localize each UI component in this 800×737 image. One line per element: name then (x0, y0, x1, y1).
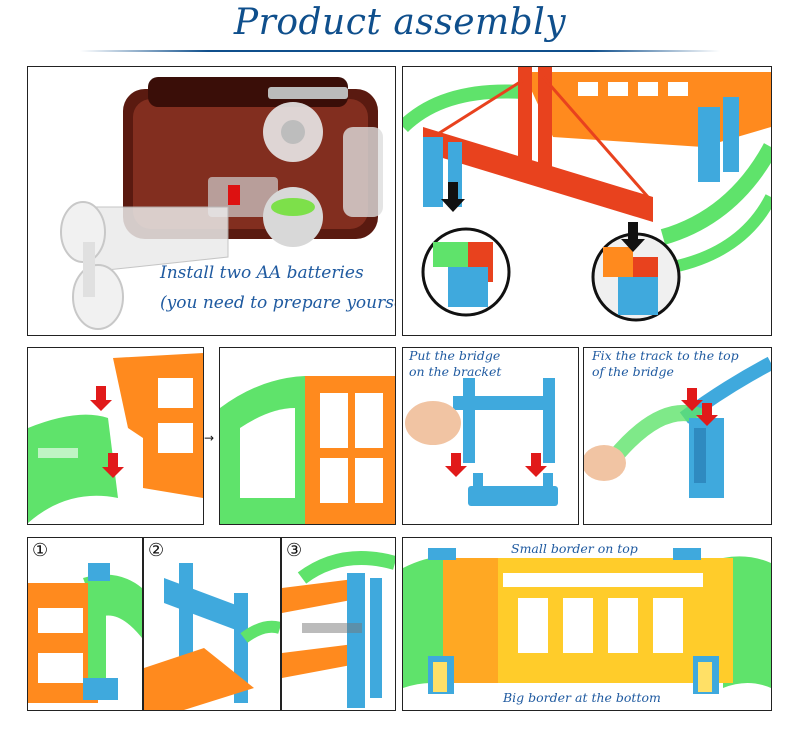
step-number-2: ② (148, 540, 165, 561)
bracket-illustration (405, 378, 558, 506)
border-illustration (403, 548, 771, 694)
arrow-right-icon: → (204, 431, 215, 445)
panel-step-3: ③ (281, 537, 396, 711)
battery-caption-line2: (you need to prepare yourself) (160, 293, 395, 313)
panel-fix-track-top: Fix the track to the top of the bridge (583, 347, 772, 525)
battery-caption-line1: Install two AA batteries (160, 263, 364, 283)
track-join-after-illustration (220, 376, 395, 524)
panel-step-1: ① (27, 537, 143, 711)
step-1-illustration (28, 563, 142, 703)
step-number-1: ① (32, 540, 49, 561)
step-number-3: ③ (286, 540, 303, 561)
fix-caption-line1: Fix the track to the top (592, 348, 739, 363)
panel-border-orientation: Small border on top Big border at the bo… (402, 537, 772, 711)
big-border-caption: Big border at the bottom (503, 690, 661, 705)
step-2-illustration (144, 563, 280, 710)
panel-bridge-on-bracket: Put the bridge on the bracket (402, 347, 579, 525)
fix-track-illustration (584, 356, 771, 498)
track-join-before-illustration (28, 353, 203, 523)
step-3-illustration (282, 551, 395, 708)
small-border-caption: Small border on top (511, 541, 638, 556)
panel-install-batteries: Install two AA batteries (you need to pr… (27, 66, 396, 336)
page-title: Product assembly (233, 2, 567, 43)
bridge-illustration (403, 67, 771, 322)
bracket-caption-line2: on the bracket (409, 364, 502, 379)
panel-track-join-before (27, 347, 204, 525)
toy-car-illustration (60, 77, 383, 330)
bracket-caption-line1: Put the bridge (409, 348, 501, 363)
panel-bridge-overview (402, 66, 772, 336)
panel-step-2: ② (143, 537, 281, 711)
fix-caption-line2: of the bridge (592, 364, 674, 379)
title-underline (80, 50, 720, 52)
panel-track-join-after (219, 347, 396, 525)
